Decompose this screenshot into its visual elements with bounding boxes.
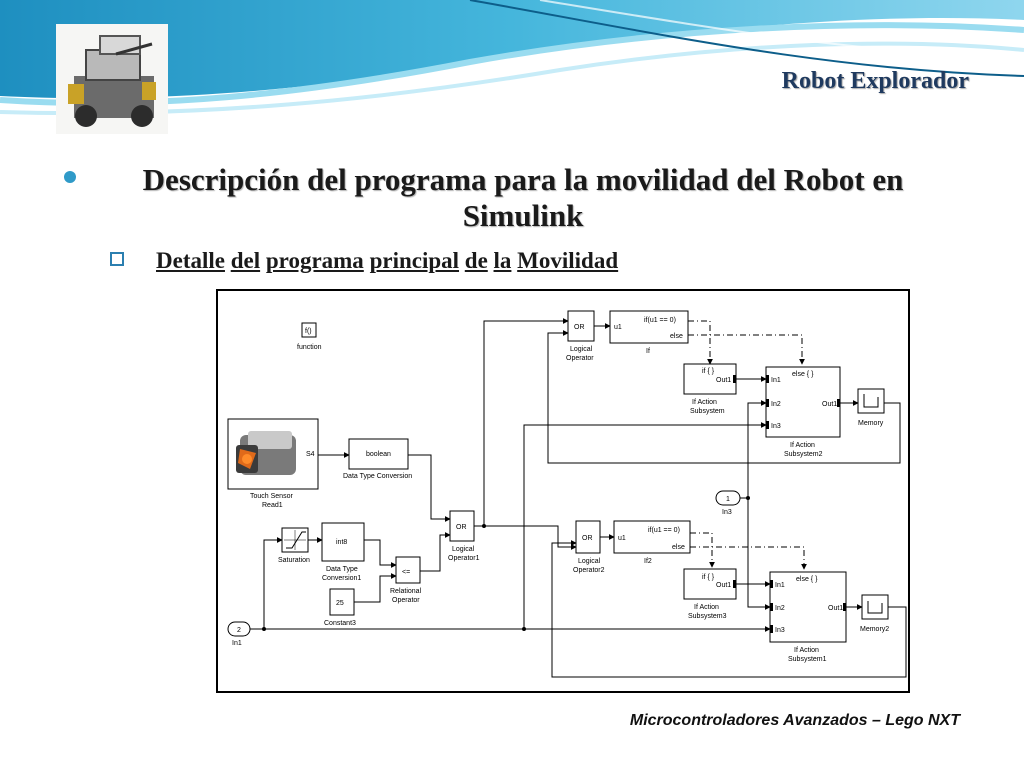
sub-bullet: Detalle del programa principal de la Mov…	[110, 248, 618, 274]
logical-op-mid-label2: Operator1	[448, 555, 480, 562]
dtc-label: Data Type Conversion	[343, 473, 412, 480]
simulink-canvas: f() function S4 Touch Sensor Read1 boole…	[227, 310, 907, 678]
if-bot-else: else	[672, 544, 685, 551]
relational-label: Relational	[390, 588, 422, 595]
or-mid: OR	[456, 524, 467, 531]
touch-port-label: S4	[306, 451, 315, 458]
ifact-top-out: Out1	[716, 377, 731, 384]
if-top-label: If	[646, 348, 650, 355]
footer-text: Microcontroladores Avanzados – Lego NXT	[629, 712, 960, 729]
if-top-cond: if(u1 == 0)	[644, 317, 676, 324]
if-bot-in: u1	[618, 535, 626, 542]
touch-sensor-label2: Read1	[262, 502, 283, 509]
else-top-label: If Action	[790, 442, 815, 449]
ifact-bot-label2: Subsystem3	[688, 613, 727, 620]
else-top-out: Out1	[822, 401, 837, 408]
sub-bullet-word: del	[230, 248, 261, 273]
in3-num: 1	[726, 496, 730, 503]
robot-logo-image	[56, 24, 168, 134]
simulink-diagram: f() function S4 Touch Sensor Read1 boole…	[216, 289, 910, 693]
else-bot-out: Out1	[828, 605, 843, 612]
junction-dots	[262, 496, 750, 631]
sub-bullet-word: la	[493, 248, 512, 273]
constant-value: 25	[336, 600, 344, 607]
ifact-bot-head: if { }	[702, 574, 715, 581]
if-top-else: else	[670, 333, 683, 340]
blocks	[227, 310, 889, 643]
dtc1-label: Data Type	[326, 566, 358, 573]
else-bot-head: else { }	[796, 576, 818, 583]
ifact-top-head: if { }	[702, 368, 715, 375]
ifact-top-label: If Action	[692, 399, 717, 406]
if-top-in: u1	[614, 324, 622, 331]
bullet-dot-icon	[64, 171, 76, 183]
signal-lines	[250, 318, 907, 678]
ifact-bot-out: Out1	[716, 582, 731, 589]
or-bot: OR	[582, 535, 593, 542]
if-bot-cond: if(u1 == 0)	[648, 527, 680, 534]
else-top-in1: In1	[771, 377, 781, 384]
relational-op: <=	[402, 569, 410, 576]
constant-label: Constant3	[324, 620, 356, 627]
else-top-label2: Subsystem2	[784, 451, 823, 458]
logical-op-top-label2: Operator	[566, 355, 594, 362]
square-bullet-icon	[110, 252, 124, 266]
boolean-block: boolean	[366, 451, 391, 458]
memory-icon	[863, 394, 883, 614]
else-bot-label2: Subsystem1	[788, 656, 827, 663]
in3-label: In3	[722, 509, 732, 516]
sub-bullet-word: principal	[369, 248, 460, 273]
else-bot-in3: In3	[775, 627, 785, 634]
else-bot-in2: In2	[775, 605, 785, 612]
main-bullet-text: Descripción del programa para la movilid…	[142, 162, 904, 233]
block-labels: f() function S4 Touch Sensor Read1 boole…	[232, 317, 889, 663]
port-markers	[733, 375, 846, 633]
slide-title: Robot Explorador	[781, 68, 969, 94]
int8-block: int8	[336, 539, 347, 546]
relational-label2: Operator	[392, 597, 420, 604]
or-top: OR	[574, 324, 585, 331]
sub-bullet-word: programa	[265, 248, 364, 273]
saturation-label: Saturation	[278, 557, 310, 564]
else-bot-label: If Action	[794, 647, 819, 654]
main-bullet: Descripción del programa para la movilid…	[60, 162, 960, 234]
saturation-icon	[284, 530, 306, 550]
ifact-top-label2: Subsystem	[690, 408, 725, 415]
logical-op-bot-label: Logical	[578, 558, 601, 565]
dtc1-label2: Conversion1	[322, 575, 361, 582]
sub-bullet-word: de	[464, 248, 488, 273]
function-block: f()	[305, 328, 312, 335]
else-top-in2: In2	[771, 401, 781, 408]
if-bot-label: If2	[644, 558, 652, 565]
touch-sensor-label: Touch Sensor	[250, 493, 293, 500]
memory2-label: Memory2	[860, 626, 889, 633]
in1-label: In1	[232, 640, 242, 647]
logical-op-top-label: Logical	[570, 346, 593, 353]
sub-bullet-word: Movilidad	[517, 248, 619, 273]
in1-num: 2	[237, 627, 241, 634]
touch-sensor-icon	[236, 431, 296, 475]
else-bot-in1: In1	[775, 582, 785, 589]
logical-op-bot-label2: Operator2	[573, 567, 605, 574]
memory-label: Memory	[858, 420, 884, 427]
function-label: function	[297, 344, 322, 351]
ifact-bot-label: If Action	[694, 604, 719, 611]
sub-bullet-word: Detalle	[156, 248, 225, 273]
else-top-head: else { }	[792, 371, 814, 378]
action-lines	[688, 320, 807, 570]
else-top-in3: In3	[771, 423, 781, 430]
logical-op-mid-label: Logical	[452, 546, 475, 553]
